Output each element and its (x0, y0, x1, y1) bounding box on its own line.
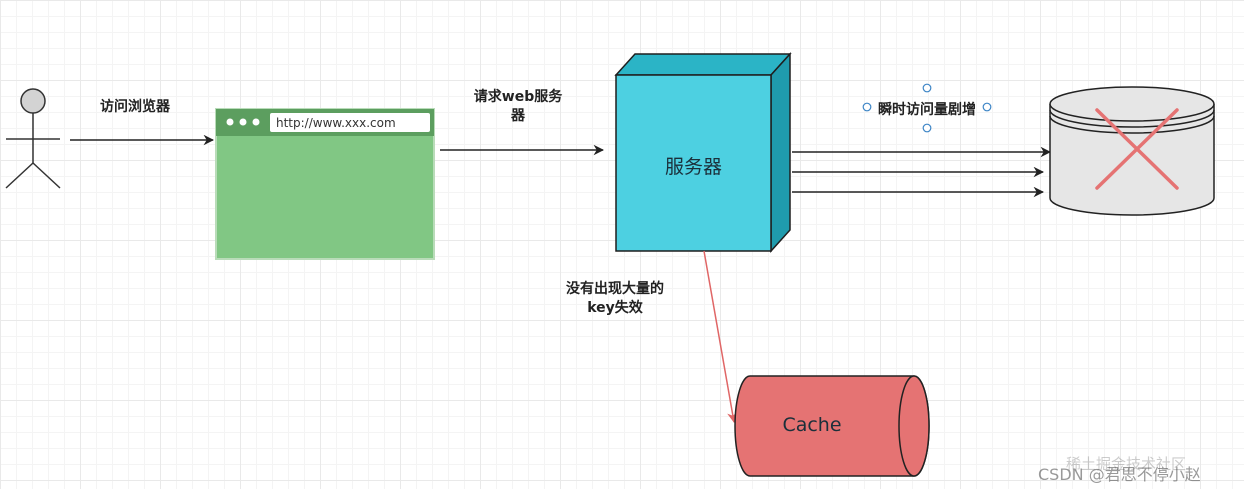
database-icon (1049, 86, 1215, 216)
watermark-juejin: 稀土掘金技术社区 (1066, 455, 1187, 473)
label-visit-browser: 访问浏览器 (100, 99, 170, 115)
browser-url: http://www.xxx.com (276, 116, 396, 130)
browser-window (215, 108, 435, 260)
label-traffic-spike[interactable]: 瞬时访问量剧增 (878, 102, 976, 118)
arrow-server-to-cache (703, 250, 738, 424)
watermark-csdn: CSDN @君思不停小赵 (1038, 465, 1201, 484)
stick-figure-icon (5, 88, 61, 189)
label-no-mass-expiry: 没有出现大量的 key失效 (552, 280, 678, 318)
label-request-web-server-line1: 请求web服务 (473, 89, 563, 105)
label-request-web-server-line2: 器 (511, 108, 525, 124)
cache-cylinder (734, 375, 930, 477)
selection-handle-icon[interactable] (862, 83, 992, 133)
cross-icon (1095, 108, 1179, 190)
label-no-mass-expiry-line1: 没有出现大量的 (566, 281, 664, 297)
label-no-mass-expiry-line2: key失效 (587, 300, 643, 316)
label-request-web-server: 请求web服务 器 (462, 88, 574, 126)
cache-label: Cache (782, 414, 842, 436)
server-box (614, 52, 792, 253)
server-label: 服务器 (664, 156, 722, 178)
